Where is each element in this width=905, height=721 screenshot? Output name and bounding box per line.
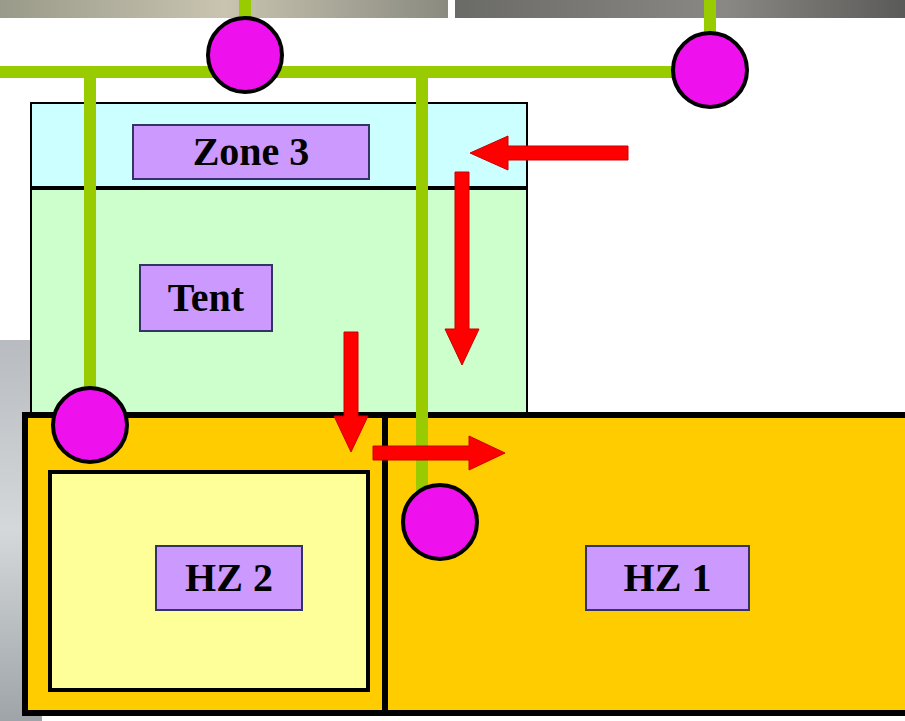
airflow-arrow <box>334 332 368 452</box>
zone-label: Zone 3 <box>132 124 370 180</box>
sensor-circles <box>53 18 747 559</box>
green-lines <box>0 0 710 492</box>
sensor-circle <box>673 33 747 107</box>
sensor-circle <box>403 485 477 559</box>
sensor-circle <box>208 18 282 92</box>
zone-band: Zone 3 <box>30 102 528 188</box>
wire <box>416 72 428 492</box>
photo <box>455 0 905 18</box>
airflow-arrow <box>373 436 505 470</box>
photo <box>0 0 448 18</box>
zone-label: Tent <box>139 264 273 332</box>
zone-label: HZ 2 <box>155 545 303 611</box>
wire <box>84 72 96 425</box>
sensor-circle <box>53 388 127 462</box>
airflow-arrow <box>445 172 479 365</box>
edge-layer <box>334 172 505 470</box>
zone-label: HZ 1 <box>585 545 750 611</box>
wire <box>0 66 690 78</box>
airflow-arrow <box>470 136 628 170</box>
tent-box: Tent <box>30 188 528 418</box>
